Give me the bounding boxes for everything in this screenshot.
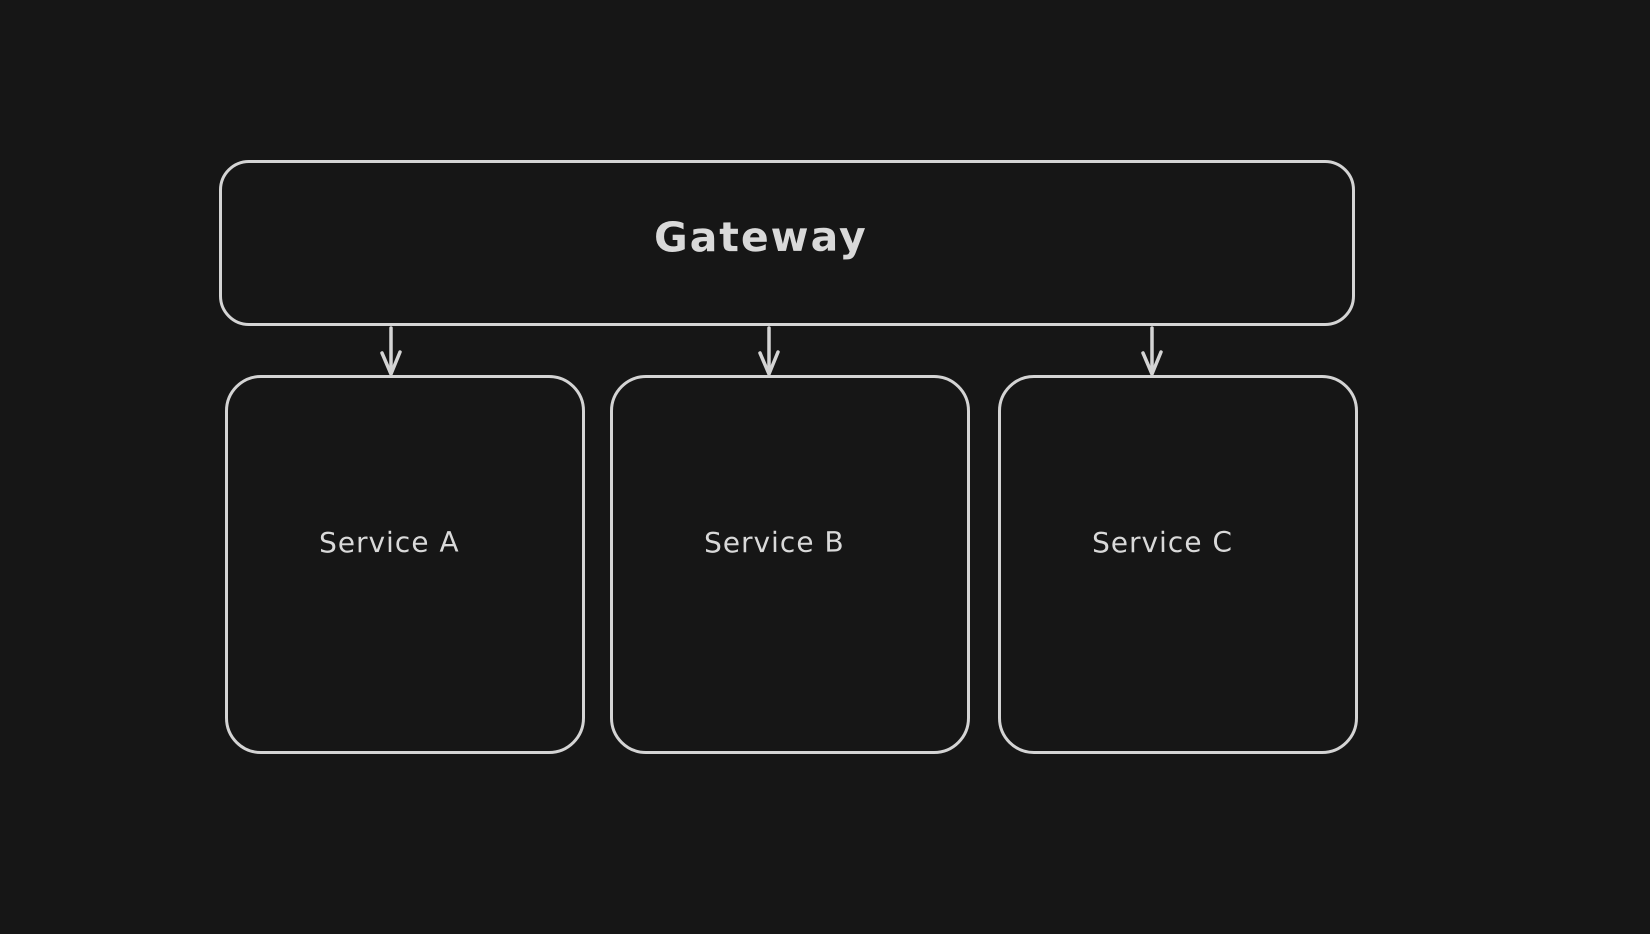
- arrow-head-icon: [1141, 350, 1163, 376]
- gateway-node[interactable]: Gateway: [219, 160, 1355, 326]
- arrow-head-icon: [758, 350, 780, 376]
- service-a-node[interactable]: Service A: [225, 375, 585, 754]
- arrow-gateway-to-service-c[interactable]: [1141, 326, 1163, 376]
- arrow-gateway-to-service-a[interactable]: [380, 326, 402, 376]
- service-c-node[interactable]: Service C: [998, 375, 1358, 754]
- arrow-gateway-to-service-b[interactable]: [758, 326, 780, 376]
- gateway-node-label: Gateway: [654, 212, 868, 262]
- service-b-node[interactable]: Service B: [610, 375, 970, 754]
- service-b-node-label: Service B: [703, 525, 845, 560]
- arrow-head-icon: [380, 350, 402, 376]
- service-c-node-label: Service C: [1091, 525, 1233, 560]
- service-a-node-label: Service A: [318, 525, 460, 560]
